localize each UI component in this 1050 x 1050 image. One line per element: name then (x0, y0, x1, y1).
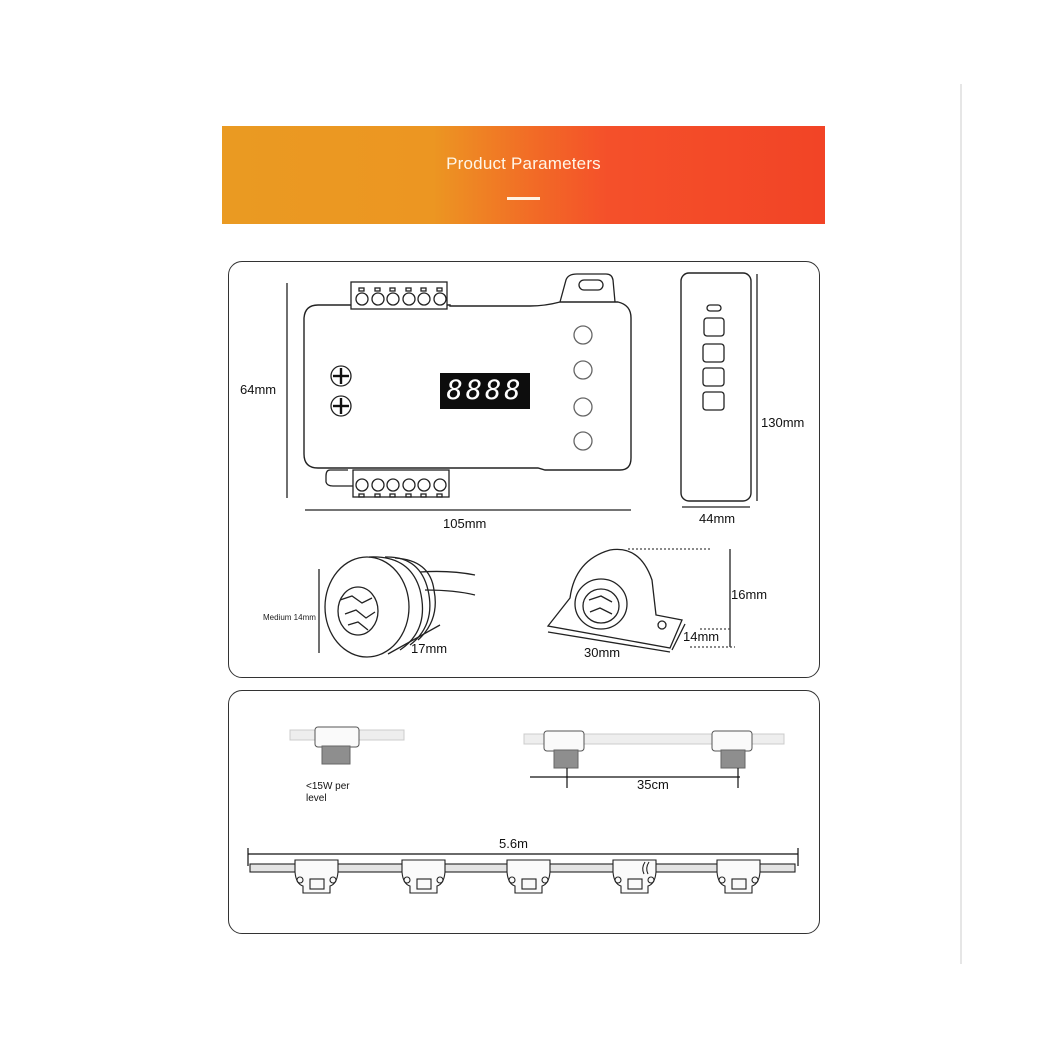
module-spacing-label: 35cm (637, 777, 669, 792)
banner-underline (507, 197, 540, 200)
banner-title: Product Parameters (446, 154, 601, 173)
remote-width-label: 44mm (699, 511, 736, 526)
strip-total-length-label: 5.6m (499, 836, 528, 851)
section-banner: Product Parameters (222, 126, 825, 224)
remote-height-label: 130mm (761, 415, 805, 430)
mount-sensor-depth-label: 14mm (683, 629, 720, 644)
power-note: <15W per level (306, 781, 350, 804)
mount-sensor-illustration (546, 548, 731, 653)
led-display-digits: 8888 (446, 375, 524, 406)
remote-illustration (680, 272, 758, 508)
dimensions-panel (228, 261, 820, 678)
round-sensor-diameter-label: Medium 14mm (263, 613, 316, 622)
round-sensor-depth-label: 17mm (411, 641, 448, 656)
round-sensor-illustration (318, 556, 476, 658)
led-display (440, 373, 530, 409)
top-terminals (355, 287, 447, 306)
page-divider-line (960, 84, 962, 964)
bottom-terminals (355, 478, 447, 498)
controller-height-label: 64mm (240, 382, 277, 397)
controller-width-label: 105mm (443, 516, 487, 531)
mount-sensor-length-label: 30mm (584, 645, 621, 660)
mount-sensor-height-label: 16mm (731, 587, 768, 602)
